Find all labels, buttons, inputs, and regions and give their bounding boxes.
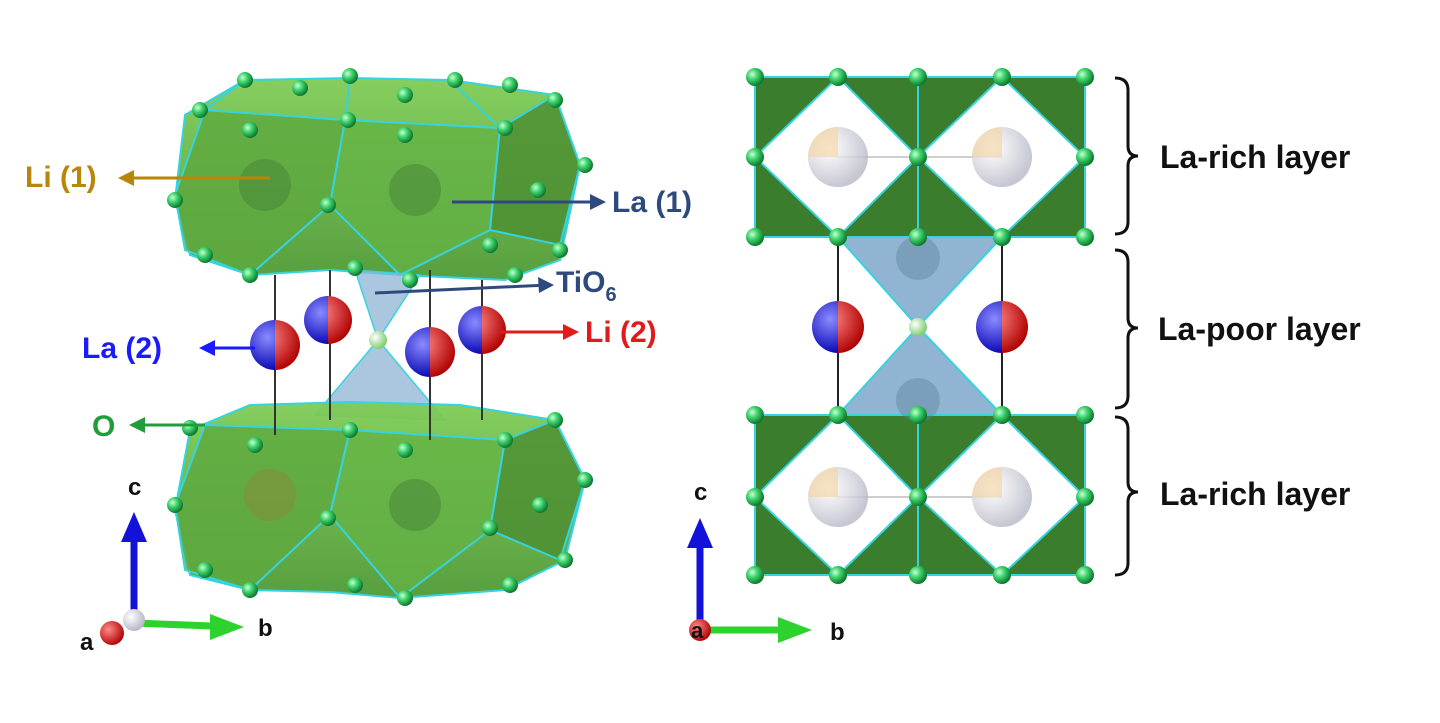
layer-label-top: La-rich layer [1160, 139, 1350, 175]
layer-label-bottom: La-rich layer [1160, 476, 1350, 512]
axes-left [100, 512, 244, 645]
axis-label-b-left: b [258, 615, 273, 642]
mixed-atom [405, 327, 455, 377]
axis-label-a-left: a [80, 629, 94, 656]
label-tio6-subscript: 6 [605, 284, 616, 306]
mixed-atom [976, 301, 1028, 353]
left-labels: Li (1) La (1) TiO6 La (2) Li (2) O c a b [25, 161, 692, 656]
ti-atom-left [369, 331, 387, 349]
mixed-atom [304, 296, 352, 344]
annotation-arrows [118, 170, 606, 433]
mixed-atom [812, 301, 864, 353]
axis-label-a-right: a [691, 618, 704, 643]
mixed-atom [458, 306, 506, 354]
upper-polyhedra [173, 76, 582, 282]
right-structure [687, 68, 1139, 643]
axes-right [687, 518, 812, 643]
tio6-octahedron-right [835, 236, 1005, 422]
lower-polyhedra [173, 400, 587, 600]
label-la1: La (1) [612, 186, 692, 219]
lower-layer-block [753, 413, 1087, 577]
mixed-atom [250, 320, 300, 370]
label-o: O [92, 410, 115, 443]
label-tio6-main: TiO [556, 266, 605, 299]
axis-label-b-right: b [830, 619, 845, 646]
label-li2: Li (2) [585, 316, 657, 349]
oxygen-atoms-right [746, 68, 1094, 584]
label-la2: La (2) [82, 332, 162, 365]
layer-label-middle: La-poor layer [1158, 311, 1361, 347]
ti-atom-right [909, 318, 927, 336]
oxygen-atoms-left [167, 68, 593, 606]
axis-label-c-left: c [128, 474, 141, 501]
left-structure [100, 68, 606, 645]
label-li1: Li (1) [25, 161, 97, 194]
axis-label-c-right: c [694, 479, 707, 506]
right-labels: La-rich layer La-poor layer La-rich laye… [691, 139, 1361, 646]
layer-braces [1114, 76, 1139, 577]
label-tio6: TiO6 [556, 266, 617, 306]
